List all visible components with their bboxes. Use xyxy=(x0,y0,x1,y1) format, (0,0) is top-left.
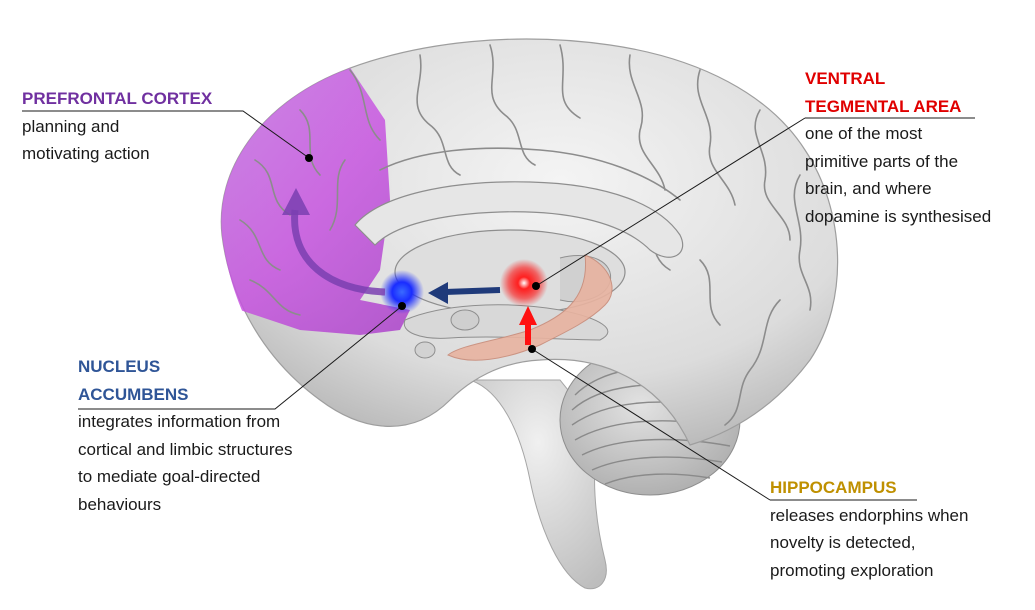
label-hippocampus: HIPPOCAMPUS releases endorphins when nov… xyxy=(770,474,1025,584)
marker-dot-prefrontal xyxy=(305,154,313,162)
leader-line-prefrontal xyxy=(22,110,310,159)
vta-description: one of the most primitive parts of the b… xyxy=(805,124,992,226)
vta-title: VENTRAL TEGMENTAL AREA xyxy=(805,69,962,116)
pathway-arrow-navy xyxy=(444,287,501,295)
label-ventral-tegmental-area: VENTRAL TEGMENTAL AREA one of the most p… xyxy=(805,65,1030,230)
label-nucleus-accumbens: NUCLEUS ACCUMBENS integrates information… xyxy=(78,353,348,518)
marker-dot-vta xyxy=(532,282,540,290)
marker-dots xyxy=(305,154,540,353)
hippocampus-description: releases endorphins when novelty is dete… xyxy=(770,505,969,580)
pathway-arrow-red-head xyxy=(519,306,537,325)
pathway-arrow-purple xyxy=(291,209,386,296)
nucleus-description: integrates information from cortical and… xyxy=(78,412,293,514)
vta-glow xyxy=(500,259,548,307)
brain-folds xyxy=(239,44,812,426)
nucleus-title: NUCLEUS ACCUMBENS xyxy=(78,357,189,404)
leader-line-hippocampus xyxy=(531,348,917,501)
pathway-arrow-navy-head xyxy=(428,282,448,304)
nucleus-glow xyxy=(380,270,424,314)
hippocampus-title: HIPPOCAMPUS xyxy=(770,478,897,497)
leader-line-vta xyxy=(535,117,975,287)
label-prefrontal-cortex: PREFRONTAL CORTEX planning and motivatin… xyxy=(22,85,262,168)
prefrontal-title: PREFRONTAL CORTEX xyxy=(22,89,213,108)
marker-dot-hippocampus xyxy=(528,345,536,353)
marker-dot-nucleus xyxy=(398,302,406,310)
prefrontal-description: planning and motivating action xyxy=(22,116,150,164)
pathway-arrow-purple-head xyxy=(282,188,310,215)
leader-lines xyxy=(22,110,975,501)
leader-line-nucleus xyxy=(78,305,403,410)
